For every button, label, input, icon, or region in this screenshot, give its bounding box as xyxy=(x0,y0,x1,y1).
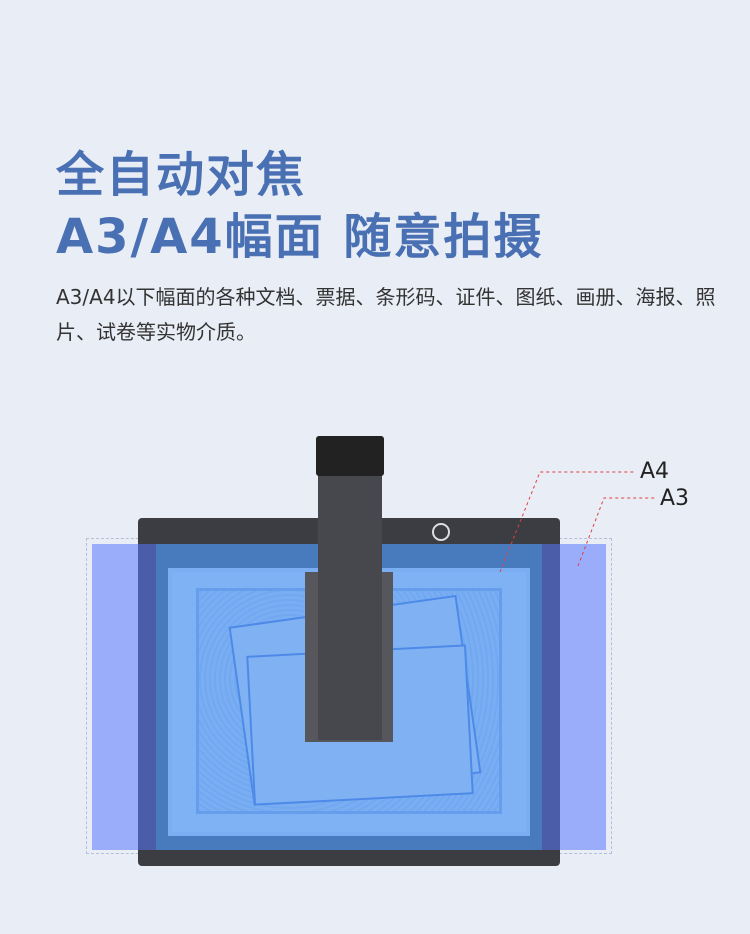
a3-label: A3 xyxy=(660,486,690,511)
a4-label: A4 xyxy=(640,459,670,484)
description: A3/A4以下幅面的各种文档、票据、条形码、证件、图纸、画册、海报、照片、试卷等… xyxy=(56,285,716,344)
scanner-arm xyxy=(318,440,382,740)
camera-head xyxy=(316,436,384,476)
headline-line1: 全自动对焦 xyxy=(56,147,307,203)
headline-line2: A3/A4幅面 随意拍摄 xyxy=(56,209,544,265)
light-button-icon xyxy=(432,523,450,541)
